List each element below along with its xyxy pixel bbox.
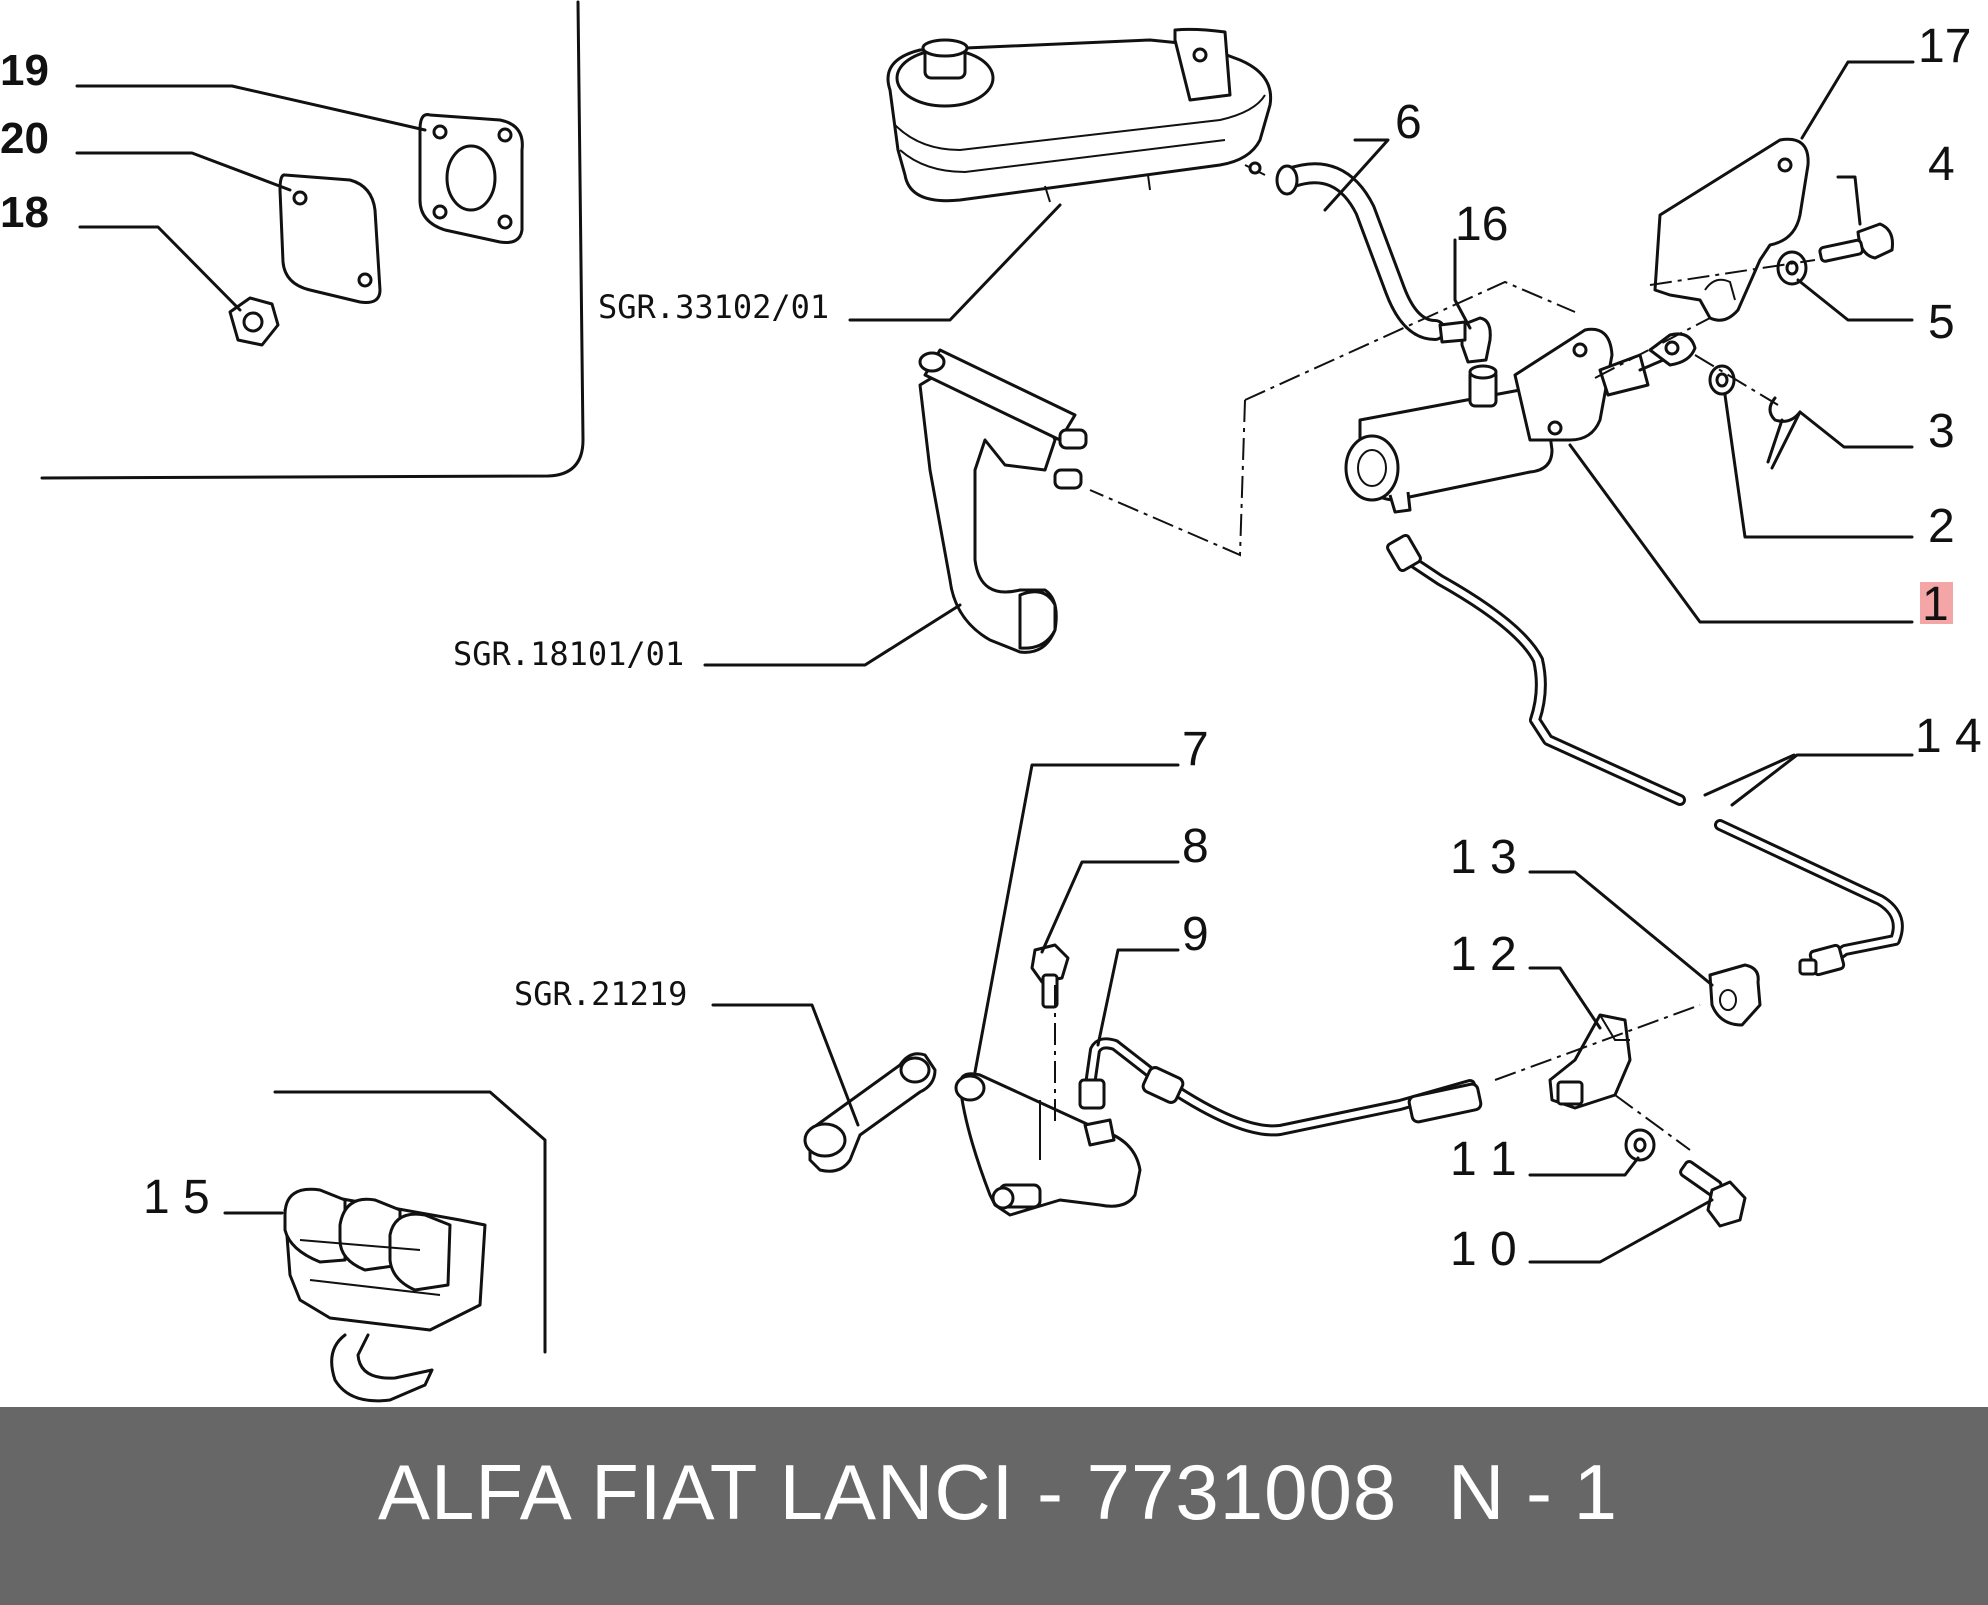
part-3-split-pin — [1766, 396, 1802, 470]
footer-bar: ALFA FIAT LANCI - 7731008 N - 1 — [0, 1407, 1988, 1605]
part-13-clip — [1708, 963, 1762, 1027]
part-19-flange — [418, 113, 524, 244]
callout-8: 8 — [1182, 820, 1209, 873]
clevis — [1638, 332, 1697, 372]
callout-labels: 19 20 18 6 16 17 4 5 3 2 1 1 4 7 8 9 1 3… — [0, 20, 1982, 1276]
callout-5: 5 — [1928, 296, 1955, 349]
callout-9: 9 — [1182, 908, 1209, 961]
part-6-hose — [1275, 162, 1446, 341]
callout-1-highlight — [1920, 582, 1953, 624]
callout-4: 4 — [1928, 138, 1955, 191]
callout-19: 19 — [0, 46, 49, 95]
release-fork — [803, 1052, 937, 1173]
part-17-bracket — [1653, 137, 1810, 322]
part-5-washer — [1776, 250, 1808, 286]
pedal — [918, 348, 1088, 654]
reference-labels: SGR.33102/01 SGR.18101/01 SGR.21219 — [453, 288, 829, 1013]
callout-14: 1 4 — [1915, 710, 1982, 763]
callout-3: 3 — [1928, 405, 1955, 458]
ref-reservoir: SGR.33102/01 — [598, 288, 829, 326]
callout-6: 6 — [1395, 96, 1422, 149]
part-9-hose — [1078, 1037, 1483, 1137]
part-16-elbow — [1438, 316, 1492, 364]
part-8-bolt — [1030, 943, 1070, 1009]
callout-17: 17 — [1918, 20, 1971, 73]
part-11-washer — [1624, 1128, 1656, 1162]
inset-frame — [40, 0, 585, 480]
callout-15: 1 5 — [143, 1171, 210, 1224]
callout-10: 1 0 — [1450, 1223, 1517, 1276]
callout-13: 1 3 — [1450, 831, 1517, 884]
part-20-plate — [278, 173, 382, 304]
diagram-drawing: 19 20 18 6 16 17 4 5 3 2 1 1 4 7 8 9 1 3… — [0, 0, 1982, 1403]
footer-page: N - 1 — [1448, 1448, 1618, 1536]
part-4-bolt — [1818, 222, 1894, 263]
part-2-bushing — [1708, 364, 1736, 396]
assembly-lines — [1054, 259, 1816, 1151]
leader-lines — [75, 60, 1915, 1264]
part-15-pipe-clip — [283, 1187, 487, 1403]
part-14-pipe — [1386, 533, 1904, 977]
part-7-slave-cylinder — [954, 1072, 1142, 1217]
ref-fork: SGR.21219 — [514, 975, 687, 1013]
ref-pedal: SGR.18101/01 — [453, 635, 684, 673]
callout-7: 7 — [1182, 723, 1209, 776]
part-1-master-cylinder — [1344, 327, 1650, 514]
callout-18: 18 — [0, 188, 49, 237]
callout-20: 20 — [0, 114, 49, 163]
reservoir — [886, 27, 1273, 203]
part-18-nut — [228, 296, 280, 347]
callout-2: 2 — [1928, 500, 1955, 553]
footer-title: ALFA FIAT LANCI - 7731008 — [378, 1448, 1398, 1536]
part-12-bracket — [1548, 1013, 1632, 1110]
callout-11: 1 1 — [1450, 1133, 1517, 1186]
callout-12: 1 2 — [1450, 928, 1517, 981]
part-10-bolt — [1679, 1160, 1747, 1228]
callout-1: 1 — [1922, 578, 1949, 631]
callout-16: 16 — [1455, 198, 1508, 251]
inset-frame-15 — [273, 1090, 547, 1354]
